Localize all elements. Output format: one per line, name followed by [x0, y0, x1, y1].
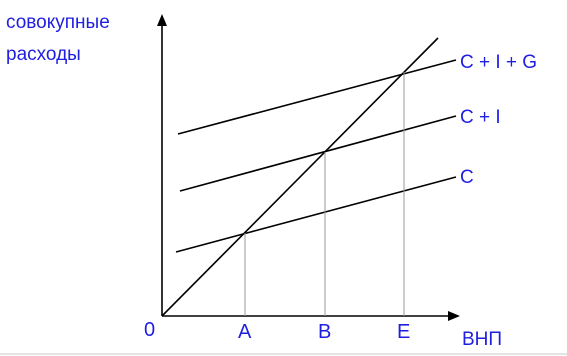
y-axis-arrow	[157, 14, 167, 26]
x-axis-label: ВНП	[462, 329, 502, 350]
line-c-plus-i	[179, 115, 457, 192]
label-cig: C + I + G	[460, 52, 537, 73]
forty-five-degree-line	[161, 37, 439, 317]
y-axis-label-line1: совокупные	[6, 12, 110, 33]
tick-label-b: B	[318, 321, 331, 343]
tick-label-a: A	[238, 321, 252, 343]
origin-label: 0	[144, 319, 155, 341]
line-c-plus-i-plus-g	[177, 59, 457, 135]
y-axis-label-line2: расходы	[6, 44, 81, 65]
x-axis-arrow	[448, 311, 460, 321]
label-c: C	[460, 167, 474, 188]
label-ci: C + I	[460, 107, 501, 128]
line-c	[175, 176, 457, 253]
tick-label-e: E	[397, 321, 410, 343]
